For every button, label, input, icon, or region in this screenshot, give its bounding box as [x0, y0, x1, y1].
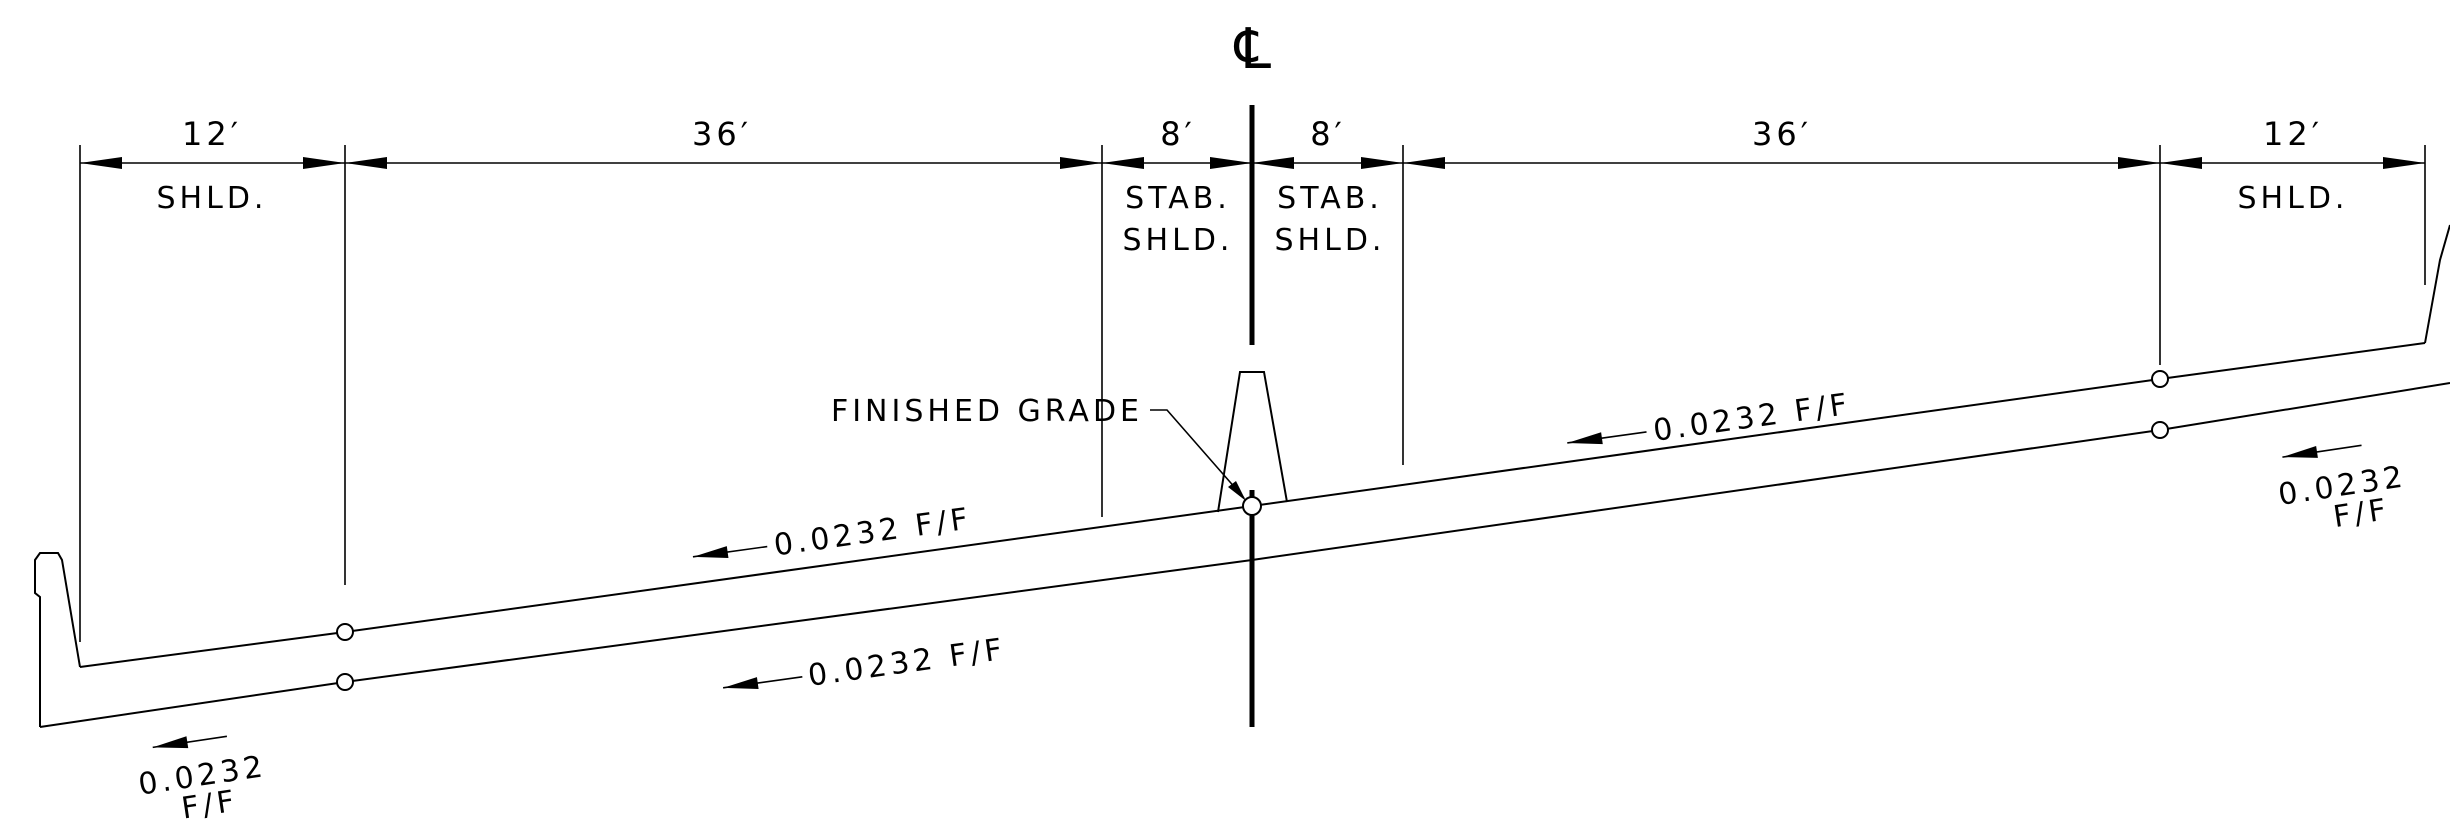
svg-text:F/F: F/F — [2331, 492, 2392, 535]
grade-point — [336, 623, 354, 641]
dim-label-left-stab-2: SHLD. — [1123, 223, 1234, 258]
dim-value-right-lanes: 36′ — [1752, 115, 1812, 153]
extension-lines — [79, 145, 2426, 642]
svg-text:0.0232 F/F: 0.0232 F/F — [772, 501, 974, 563]
dimension-line — [80, 157, 2425, 169]
svg-text:0.0232 F/F: 0.0232 F/F — [1651, 387, 1853, 449]
dim-label-right-shoulder: SHLD. — [2238, 181, 2349, 216]
grade-point — [336, 673, 354, 691]
grade-point — [2151, 370, 2169, 388]
centerline-symbol: ℄ — [1233, 17, 1275, 82]
grade-point — [2151, 421, 2169, 439]
dim-value-right-stab-shoulder: 8′ — [1310, 115, 1346, 153]
dim-label-right-stab-2: SHLD. — [1275, 223, 1386, 258]
finished-grade-label: FINISHED GRADE — [831, 394, 1143, 429]
dim-value-left-lanes: 36′ — [692, 115, 752, 153]
slope-bottom-left: 0.0232 F/F — [722, 632, 1008, 694]
subgrade-line — [39, 382, 2450, 728]
dim-label-left-stab-1: STAB. — [1125, 181, 1231, 216]
left-barrier — [34, 552, 81, 727]
dim-value-right-shoulder: 12′ — [2263, 115, 2323, 153]
slope-left-edge: 0.0232 F/F — [136, 735, 269, 820]
svg-text:F/F: F/F — [179, 784, 240, 820]
dim-value-left-stab-shoulder: 8′ — [1160, 115, 1196, 153]
grade-point — [1242, 496, 1262, 516]
finished-grade-leader — [1150, 409, 1245, 499]
dim-value-left-shoulder: 12′ — [182, 115, 242, 153]
right-curb — [2424, 224, 2450, 344]
dim-label-left-shoulder: SHLD. — [157, 181, 268, 216]
slope-right-edge: 0.0232 F/F — [2276, 444, 2409, 535]
slope-top-right: 0.0232 F/F — [1567, 387, 1853, 449]
dim-label-right-stab-1: STAB. — [1277, 181, 1383, 216]
median-barrier — [1217, 371, 1288, 513]
svg-text:0.0232 F/F: 0.0232 F/F — [806, 632, 1008, 694]
